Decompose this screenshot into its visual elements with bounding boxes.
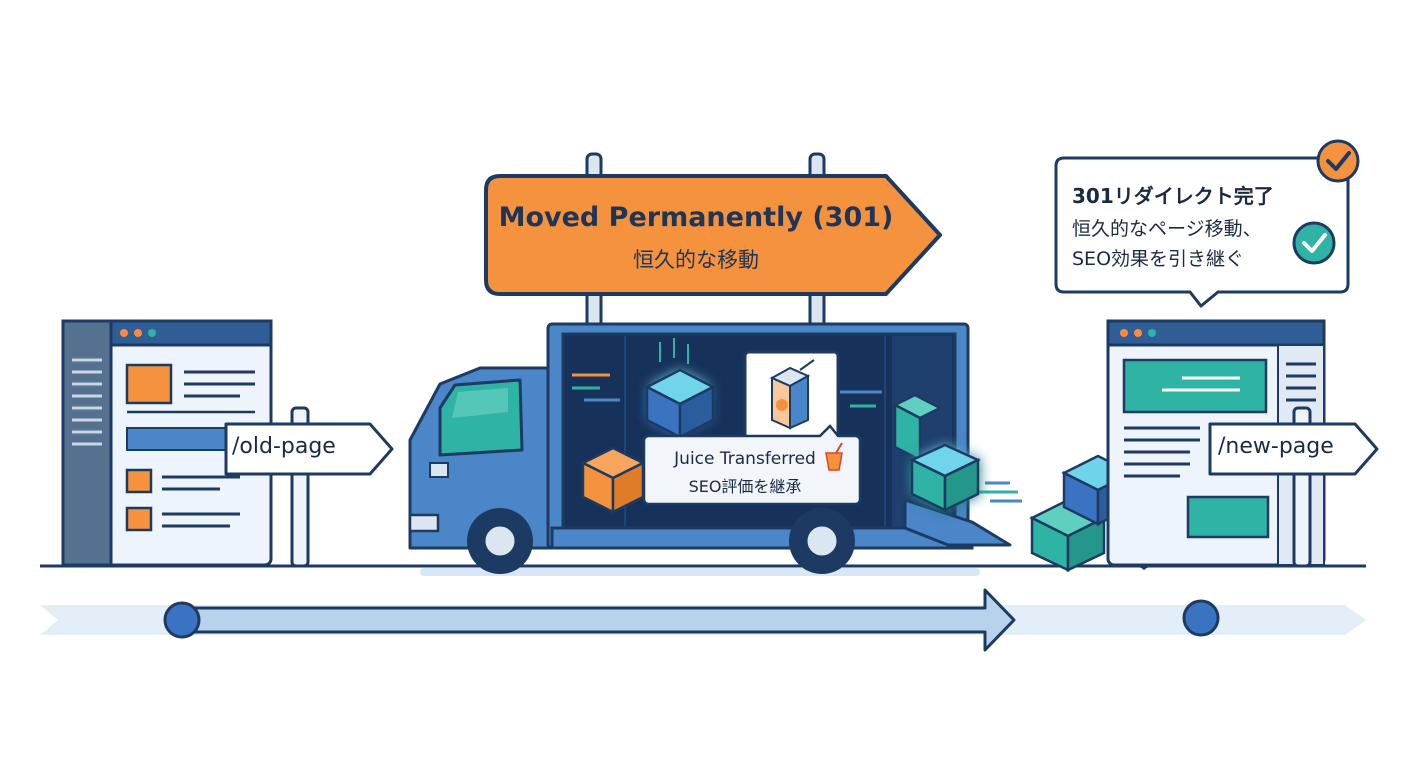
sign-subtitle: 恒久的な移動 — [633, 248, 759, 272]
check-circle-icon — [1292, 221, 1336, 265]
old-page-url-label: /old-page — [232, 434, 336, 459]
status-bubble-title: 301リダイレクト完了 — [1072, 184, 1274, 208]
juice-transferred-subtitle: SEO評価を継承 — [688, 477, 802, 496]
cube-icon — [580, 446, 646, 515]
check-circle-icon — [1316, 139, 1360, 183]
window-dots-icon — [1120, 329, 1156, 337]
juice-transferred-title: Juice Transferred — [674, 449, 816, 469]
moved-permanently-sign — [484, 152, 942, 334]
sign-title: Moved Permanently (301) — [498, 202, 894, 233]
juice-box-card — [743, 350, 840, 447]
juice-cup-icon — [825, 442, 843, 471]
status-bubble-line2: SEO効果を引き継ぐ — [1072, 248, 1245, 270]
truck-wheel-rear — [789, 508, 855, 574]
new-page-url-label: /new-page — [1218, 434, 1334, 459]
timeline — [40, 588, 1366, 652]
cube-icon — [909, 443, 981, 512]
truck-wheel-front — [467, 508, 533, 574]
status-bubble — [1054, 139, 1360, 308]
new-page-signpost — [1208, 406, 1379, 568]
juice-callout — [642, 424, 862, 506]
old-page-signpost — [224, 406, 394, 568]
timeline-start-dot — [163, 601, 201, 639]
window-dots-icon — [120, 329, 156, 337]
juice-box-icon — [769, 359, 815, 430]
status-bubble-line1: 恒久的なページ移動、 — [1072, 218, 1262, 240]
moving-truck — [408, 322, 1022, 576]
timeline-end-dot — [1182, 599, 1220, 637]
